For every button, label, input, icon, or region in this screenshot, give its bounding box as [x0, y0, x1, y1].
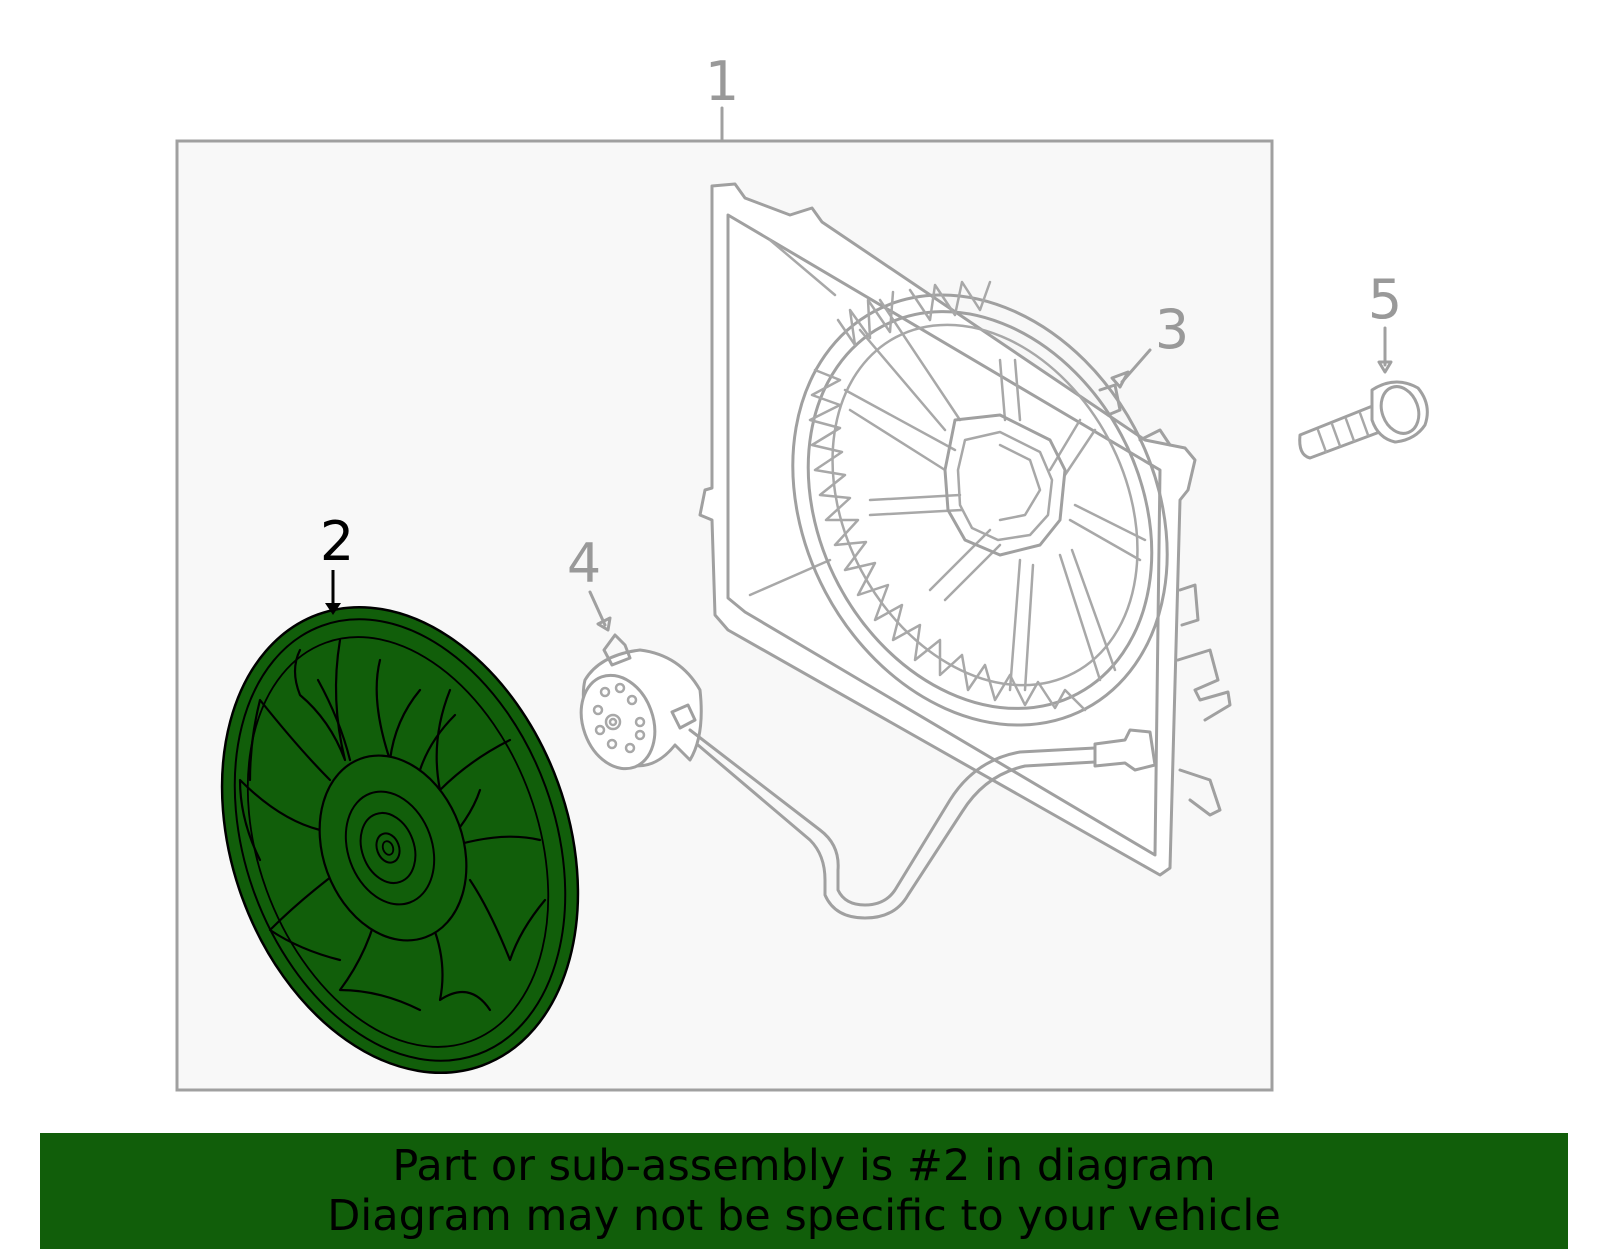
- callout-5: 5: [1368, 268, 1402, 331]
- callout-1: 1: [705, 50, 739, 113]
- callout-2: 2: [320, 510, 354, 573]
- fan-blade: [220, 606, 580, 1074]
- fan-motor: [579, 633, 1157, 920]
- fan-shroud: [698, 182, 1232, 877]
- banner-line-2: Diagram may not be specific to your vehi…: [327, 1191, 1281, 1241]
- bolt: [1298, 380, 1429, 460]
- info-banner: Part or sub-assembly is #2 in diagram Di…: [40, 1133, 1568, 1249]
- callout-4: 4: [567, 532, 601, 595]
- callout-3: 3: [1155, 298, 1189, 361]
- banner-line-1: Part or sub-assembly is #2 in diagram: [392, 1141, 1216, 1191]
- callout-4-arrow: [588, 590, 607, 627]
